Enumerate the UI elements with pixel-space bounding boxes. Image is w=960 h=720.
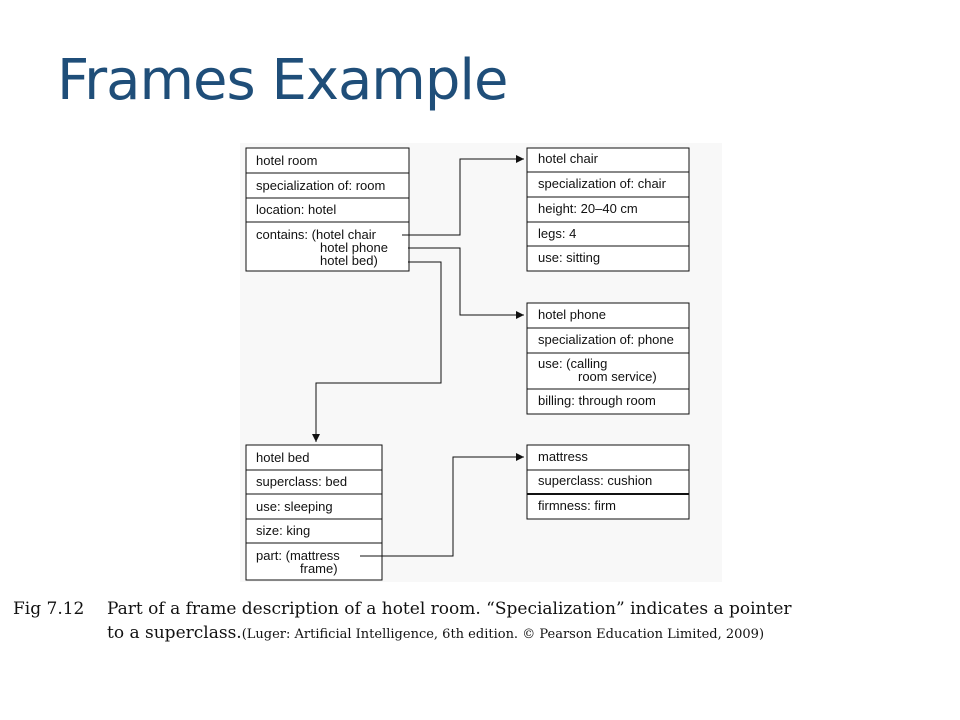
- slot-contains: contains: (hotel chair: [256, 227, 377, 242]
- frame-hotel-bed-name: hotel bed: [256, 450, 310, 465]
- slot-location: location: hotel: [256, 202, 336, 217]
- frame-mattress-name: mattress: [538, 449, 588, 464]
- frame-hotel-chair: [526, 147, 690, 272]
- frame-hotel-phone-name: hotel phone: [538, 307, 606, 322]
- slot-use: use: sleeping: [256, 499, 333, 514]
- slot-use: use: sitting: [538, 250, 600, 265]
- slot-use-continued: room service): [578, 369, 657, 384]
- frame-hotel-phone: [526, 302, 690, 415]
- figure-caption: Fig 7.12 Part of a frame description of a…: [13, 597, 948, 647]
- slot-specialization: specialization of: room: [256, 178, 385, 193]
- slot-size: size: king: [256, 523, 310, 538]
- slot-height: height: 20–40 cm: [538, 201, 638, 216]
- frame-hotel-room-name: hotel room: [256, 153, 317, 168]
- slot-billing: billing: through room: [538, 393, 656, 408]
- caption-citation: (Luger: Artificial Intelligence, 6th edi…: [241, 627, 765, 642]
- slide-title: Frames Example: [57, 48, 508, 113]
- slot-part-continued: frame): [300, 561, 338, 576]
- slot-superclass: superclass: cushion: [538, 473, 652, 488]
- slot-legs: legs: 4: [538, 226, 576, 241]
- pointer-mattress-arrow: [360, 453, 524, 557]
- slot-specialization: specialization of: chair: [538, 176, 667, 191]
- frame-mattress: [526, 444, 690, 520]
- slot-contains-phone: hotel phone: [320, 240, 388, 255]
- figure-number: Fig 7.12: [13, 599, 85, 619]
- slot-superclass: superclass: bed: [256, 474, 347, 489]
- slot-specialization: specialization of: phone: [538, 332, 674, 347]
- frame-hotel-room: [245, 147, 410, 272]
- pointer-phone-arrow: [408, 247, 524, 319]
- slot-use: use: (calling: [538, 356, 607, 371]
- pointer-chair-arrow: [402, 155, 524, 236]
- pointer-bed-arrow: [312, 261, 442, 442]
- caption-text-line1: Part of a frame description of a hotel r…: [107, 599, 792, 619]
- caption-text-line2: to a superclass.: [107, 623, 242, 643]
- slot-firmness: firmness: firm: [538, 498, 616, 513]
- frame-hotel-bed: [245, 444, 383, 581]
- slot-part: part: (mattress: [256, 548, 340, 563]
- slot-contains-bed: hotel bed): [320, 253, 378, 268]
- frame-hotel-chair-name: hotel chair: [538, 151, 599, 166]
